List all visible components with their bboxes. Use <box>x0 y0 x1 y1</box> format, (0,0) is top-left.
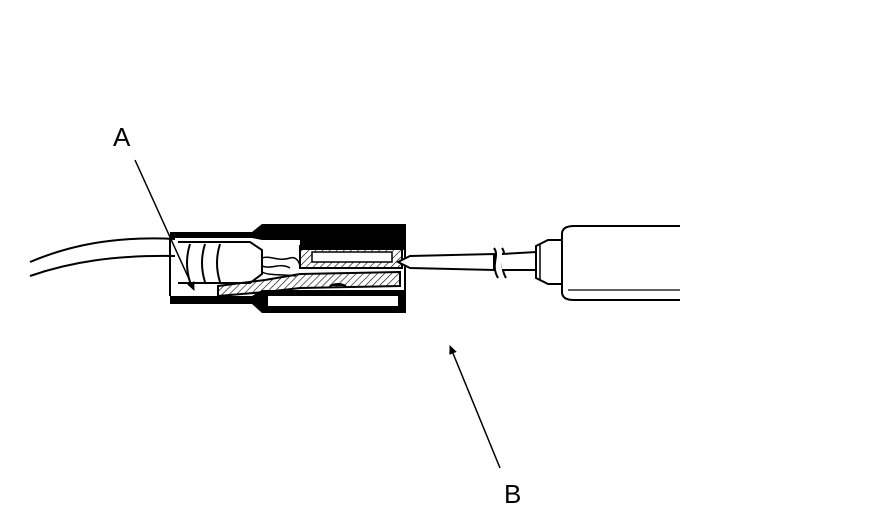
pick-tool <box>395 225 680 301</box>
callout-label-b: B <box>504 479 522 509</box>
leader-arrows <box>134 159 501 469</box>
arrow-b <box>449 345 501 469</box>
arrow-a <box>134 159 195 291</box>
wire-cable <box>29 237 176 277</box>
connector-housing <box>169 224 406 313</box>
callout-label-a: A <box>113 122 131 152</box>
